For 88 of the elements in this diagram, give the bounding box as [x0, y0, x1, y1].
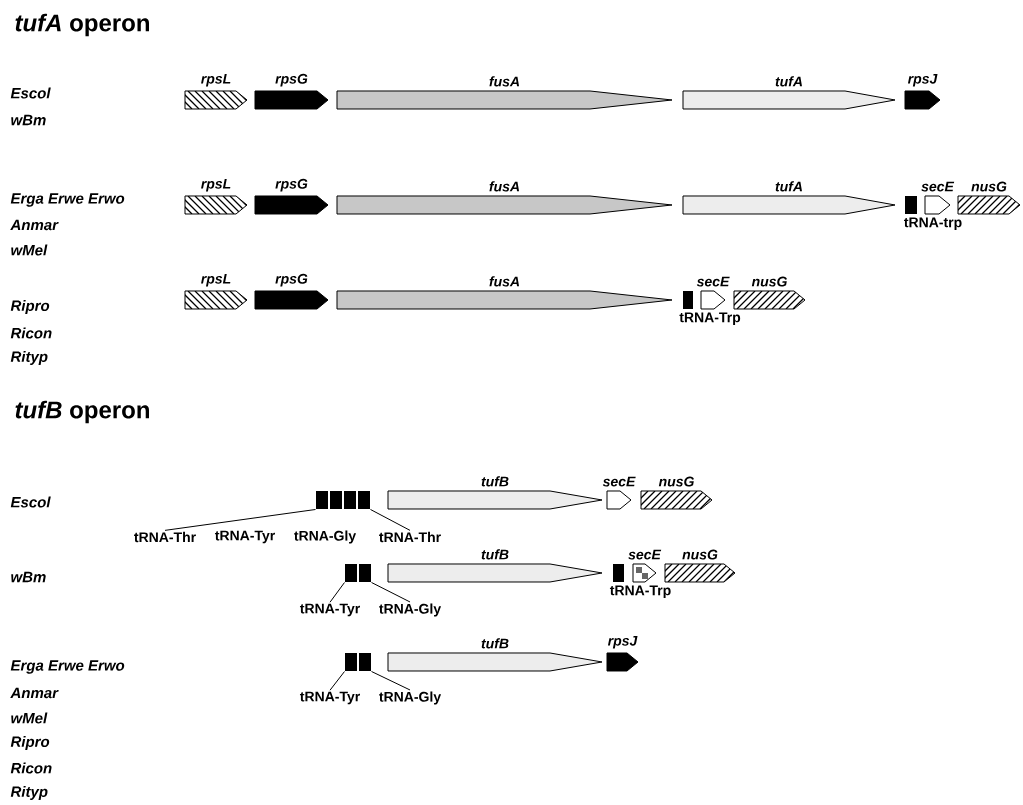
species-label: Anmar: [10, 219, 59, 231]
node-label: nusG: [751, 276, 787, 287]
node-label: nusG: [682, 549, 718, 560]
node-label: tufA: [775, 181, 802, 192]
node-label: nusG: [971, 181, 1007, 192]
trna-label: tRNA-Tyr: [300, 603, 360, 617]
trna-label: tRNA-Gly: [294, 530, 357, 544]
species-label: Erga Erwe Erwo: [10, 193, 125, 207]
species-label: Ricon: [10, 762, 52, 774]
gene-block: fusA: [336, 181, 673, 215]
node-label: secE: [921, 181, 955, 192]
gene-block: secE: [921, 181, 955, 215]
node-label: secE: [628, 549, 662, 560]
gene-block: fusA: [336, 76, 673, 110]
trna-label: tRNA-trp: [904, 217, 962, 231]
node-label: rpsG: [275, 73, 308, 87]
trna-label: tRNA-Trp: [679, 312, 741, 326]
trna-label: tRNA-Gly: [379, 603, 442, 617]
gene-block: rpsJ: [904, 73, 941, 110]
species-label: wBm: [11, 571, 46, 583]
trna-label: tRNA-Trp: [609, 585, 671, 599]
species-label: wBm: [11, 114, 46, 126]
node-label: rpsJ: [907, 73, 938, 87]
leader-line: [370, 509, 411, 531]
trna-label: tRNA-Thr: [134, 531, 196, 543]
gene-block: tufA: [682, 76, 896, 110]
node-label: secE: [602, 476, 636, 487]
gene-block: nusG: [957, 181, 1021, 215]
node-label: tufB: [481, 549, 509, 560]
gene-block: tufB: [387, 549, 603, 583]
gene-block: nusG: [664, 549, 736, 583]
gene-block: rpsJ: [606, 635, 639, 672]
leader-line: [329, 671, 345, 691]
species-label: Rityp: [10, 786, 48, 800]
gene-block: secE: [696, 276, 730, 310]
node-label: fusA: [489, 276, 520, 287]
trna-label: tRNA-Tyr: [215, 530, 275, 544]
species-label: Anmar: [10, 687, 59, 699]
species-label: wMel: [11, 712, 48, 724]
species-label: Ricon: [10, 327, 52, 339]
gene-block: tufB: [387, 638, 603, 672]
trna-box: [344, 491, 356, 509]
gene-block: rpsG: [254, 178, 329, 215]
leader-line: [371, 671, 411, 691]
node-label: rpsL: [201, 73, 231, 87]
trna-label: tRNA-Thr: [379, 531, 441, 543]
trna-box: [359, 653, 371, 671]
species-label: Escol: [10, 87, 51, 99]
node-label: fusA: [489, 76, 520, 87]
node-label: rpsG: [275, 178, 308, 192]
species-label: wMel: [11, 244, 48, 256]
node-label: rpsJ: [607, 635, 638, 649]
gene-block: tufA: [682, 181, 896, 215]
trna-label: tRNA-Tyr: [300, 691, 360, 705]
gene-block: nusG: [733, 276, 806, 310]
species-label: Rityp: [10, 351, 48, 365]
node-label: rpsL: [201, 273, 231, 287]
trna-box: [345, 653, 357, 671]
gene-block: rpsG: [254, 73, 329, 110]
node-label: fusA: [489, 181, 520, 192]
gene-block: secE: [628, 549, 662, 583]
gene-block: nusG: [640, 476, 713, 510]
trna-box: [359, 564, 371, 582]
node-label: rpsL: [201, 178, 231, 192]
trna-box: [345, 564, 357, 582]
node-label: tufA: [775, 76, 802, 87]
species-label: Ripro: [10, 736, 50, 750]
leader-line: [164, 509, 316, 531]
species-label: Erga Erwe Erwo: [10, 660, 125, 674]
node-label: secE: [696, 276, 730, 287]
leader-line: [371, 582, 411, 603]
leader-line: [329, 582, 345, 603]
gene-block: fusA: [336, 276, 673, 310]
trna-box: [358, 491, 370, 509]
trna-label: tRNA-Gly: [379, 691, 442, 705]
section-title: tufA operon: [15, 13, 149, 37]
section-title: tufB operon: [15, 400, 149, 424]
node-label: tufB: [481, 638, 509, 649]
node-label: tufB: [481, 476, 509, 487]
node-label: nusG: [658, 476, 694, 487]
node-label: rpsG: [275, 273, 308, 287]
species-label: Escol: [10, 496, 51, 508]
trna-box: [316, 491, 328, 509]
trna-box: [330, 491, 342, 509]
gene-block: tufB: [387, 476, 603, 510]
gene-block: rpsG: [254, 273, 329, 310]
gene-block: secE: [602, 476, 636, 510]
species-label: Ripro: [10, 300, 50, 314]
